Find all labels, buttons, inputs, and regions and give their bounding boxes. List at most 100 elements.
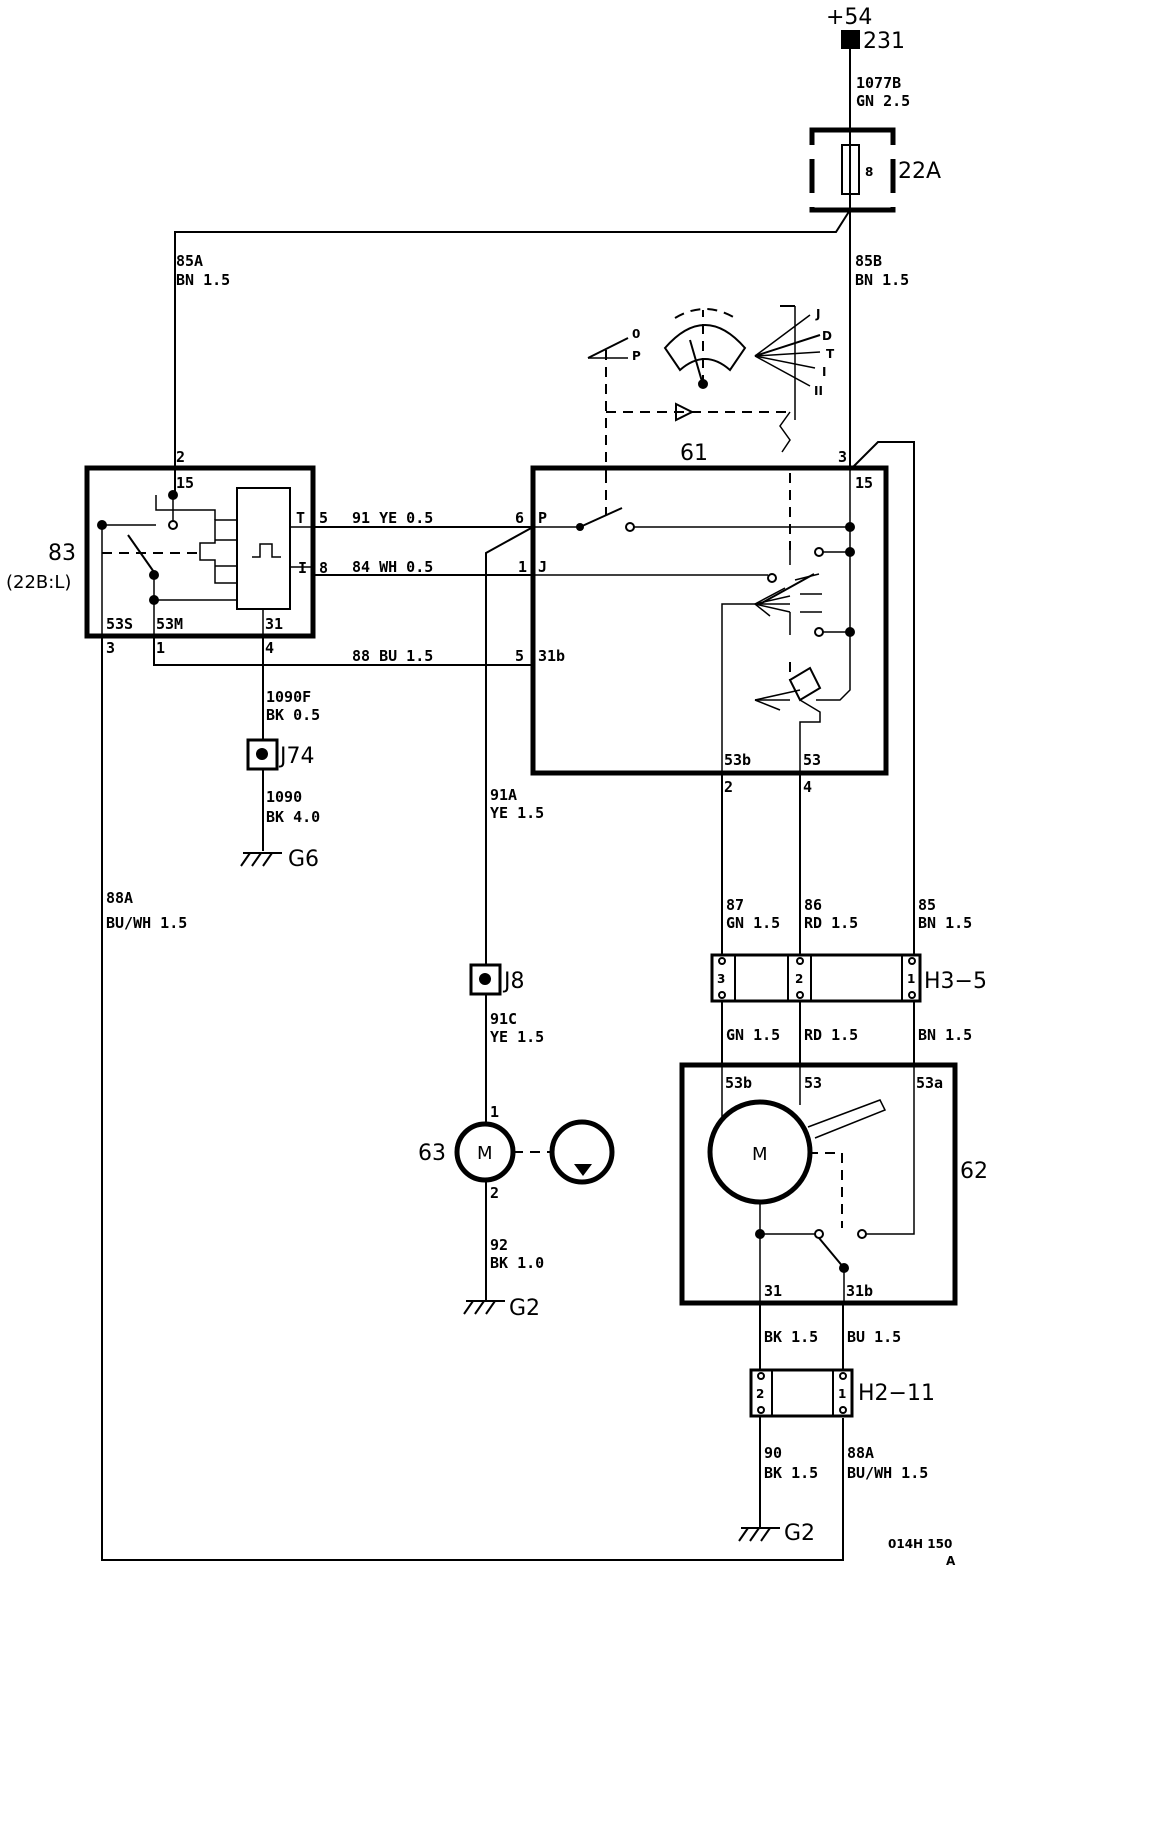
relay-timer-module: [236, 487, 291, 610]
supply-terminal-number: 231: [863, 29, 905, 54]
wire-85-internal: [849, 441, 915, 960]
wire-1090f-code: 1090F: [266, 688, 311, 706]
washer-pin-1: 1: [490, 1103, 499, 1121]
wire-bk-spec: BK 1.5: [764, 1328, 818, 1346]
switch-pos-0: 0: [632, 327, 640, 341]
switch-pin-53b: 53b: [724, 751, 751, 769]
wiring-diagram: +54 231 1077B GN 2.5 8 22A 85A BN 1.5 85…: [6, 5, 988, 1568]
h2-11-pin-1: 1: [838, 1387, 846, 1401]
wire-85b-code: 85B: [855, 252, 882, 270]
switch-wiper-fan: [754, 550, 822, 635]
switch-washer-position-icon: [587, 337, 629, 473]
switch-pos-I: I: [822, 365, 826, 379]
switch-pin-15: 15: [855, 474, 873, 492]
wire-1090-spec: BK 4.0: [266, 808, 320, 826]
wire-91c-code: 91C: [490, 1010, 517, 1028]
wire-gn-spec: GN 1.5: [726, 1026, 780, 1044]
h3-5-pin-2: 2: [795, 972, 803, 986]
relay-pin-T: T: [296, 509, 305, 527]
wire-85b-spec: BN 1.5: [855, 271, 909, 289]
relay-pin-2: 2: [176, 448, 185, 466]
wire-85a-spec: BN 1.5: [176, 271, 230, 289]
wiper-motor-cam: [807, 1099, 887, 1139]
wiper-pin-53b: 53b: [725, 1074, 752, 1092]
windscreen-wiper-icon: [663, 308, 747, 389]
wire-84-label: 84 WH 0.5: [352, 558, 433, 576]
relay-pin-8: 8: [319, 559, 328, 577]
wire-1077b-spec: GN 2.5: [856, 92, 910, 110]
washer-pin-2: 2: [490, 1184, 499, 1202]
wiper-motor-62-box: [679, 1062, 958, 1306]
switch-pin-53: 53: [803, 751, 821, 769]
ground-g2-washer-label: G2: [509, 1296, 540, 1321]
ground-g2-washer-icon: [463, 1300, 505, 1315]
supply-terminal-block: [841, 30, 860, 49]
wire-88a-return: [101, 636, 844, 1561]
wire-bn-spec: BN 1.5: [918, 1026, 972, 1044]
switch-pos-J: J: [815, 307, 820, 321]
relay-pin-4: 4: [265, 639, 274, 657]
relay-pin-1: 1: [156, 639, 165, 657]
drawing-revision: A: [946, 1554, 956, 1568]
relay-contact-15: [168, 520, 178, 530]
switch-pos-II: II: [814, 384, 823, 398]
relay-timer-pulse-icon: [252, 543, 281, 558]
ground-g6-icon: [240, 852, 282, 867]
switch-washer-lever: [754, 662, 822, 773]
wire-91a-spec: YE 1.5: [490, 804, 544, 822]
wire-85-code: 85: [918, 896, 936, 914]
ground-g2-motor-icon: [738, 1527, 780, 1542]
wire-87-code: 87: [726, 896, 744, 914]
switch-wiper-speed-icon: [754, 305, 821, 420]
wire-88a-motor-spec: BU/WH 1.5: [847, 1464, 928, 1482]
wire-91c-spec: YE 1.5: [490, 1028, 544, 1046]
relay-coil: [199, 519, 237, 584]
ground-g2-motor-label: G2: [784, 1521, 815, 1546]
relay-pin-31: 31: [265, 615, 283, 633]
wiper-pin-31b: 31b: [846, 1282, 873, 1300]
relay-pin-5: 5: [319, 509, 328, 527]
mechanical-link-arrow: [606, 402, 791, 453]
drawing-code: 014H 150: [888, 1537, 952, 1551]
fuse-22a: [809, 127, 896, 213]
relay-id: 83: [48, 541, 76, 566]
wire-1077b-code: 1077B: [856, 74, 901, 92]
fuse-rating: 8: [865, 165, 873, 179]
wiper-pin-53: 53: [804, 1074, 822, 1092]
fuse-id: 22A: [898, 159, 941, 184]
relay-sub-label: (22B:L): [6, 572, 71, 593]
wire-88-label: 88 BU 1.5: [352, 647, 433, 665]
h3-5-pin-3: 3: [717, 972, 725, 986]
wire-91-label: 91 YE 0.5: [352, 509, 433, 527]
switch-pin-6: 6: [515, 509, 524, 527]
relay-pin-53S: 53S: [106, 615, 133, 633]
wire-rd-spec: RD 1.5: [804, 1026, 858, 1044]
wire-92-code: 92: [490, 1236, 508, 1254]
junction-j8-label: J8: [502, 969, 525, 994]
wire-88a-code: 88A: [106, 889, 133, 907]
switch-pin-31b: 31b: [538, 647, 565, 665]
wire-86-spec: RD 1.5: [804, 914, 858, 932]
relay-pin-15: 15: [176, 474, 194, 492]
wire-91a-code: 91A: [490, 786, 517, 804]
connector-h3-5-label: H3−5: [924, 969, 987, 994]
wire-91a: [485, 526, 534, 965]
wiper-pin-31: 31: [764, 1282, 782, 1300]
h3-5-pin-1: 1: [907, 972, 915, 986]
switch-pos-P: P: [632, 349, 641, 363]
wire-87-spec: GN 1.5: [726, 914, 780, 932]
switch-pin-J: J: [538, 558, 547, 576]
wiper-pin-53a: 53a: [916, 1074, 943, 1092]
switch-pin-5: 5: [515, 647, 524, 665]
relay-pin-I: I: [298, 559, 307, 577]
switch-pin-3: 3: [838, 448, 847, 466]
relay-83-box: [84, 465, 316, 639]
wire-88: [153, 636, 533, 666]
switch-pos-T: T: [826, 347, 835, 361]
connector-h3-5: [710, 953, 922, 1003]
wire-90-spec: BK 1.5: [764, 1464, 818, 1482]
connector-h2-11-label: H2−11: [858, 1381, 935, 1406]
switch-pin-2: 2: [724, 778, 733, 796]
switch-pin-4: 4: [803, 778, 812, 796]
switch-pin-1: 1: [518, 558, 527, 576]
